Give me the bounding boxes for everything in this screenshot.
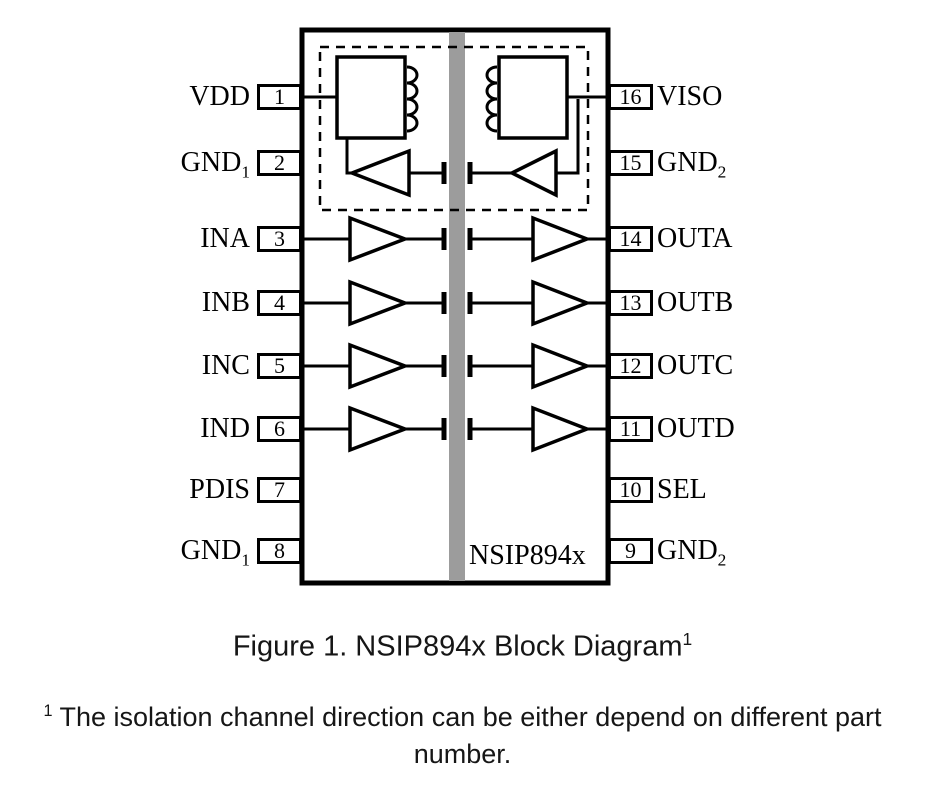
transformer-coil-left-icon [406, 65, 419, 133]
transformer-coil-right-icon [485, 65, 498, 133]
pin-box-4: 4 [257, 290, 302, 316]
pin-label-vdd: VDD [189, 81, 250, 112]
footnote-line-2: number. [413, 739, 512, 769]
pin-box-9: 9 [608, 538, 653, 564]
pin-box-11: 11 [608, 416, 653, 442]
pin-box-1: 1 [257, 84, 302, 110]
isolation-channel-b [302, 279, 608, 327]
pin-box-7: 7 [257, 477, 302, 503]
pin-label-outc: OUTC [657, 350, 734, 381]
buffer-triangle-icon [531, 215, 592, 263]
pin-label-inc: INC [201, 350, 250, 381]
pin-label-sel: SEL [657, 474, 707, 505]
pin-label-inb: INB [201, 287, 250, 318]
pin-box-8: 8 [257, 538, 302, 564]
pin-box-3: 3 [257, 226, 302, 252]
pin-label-pdis: PDIS [189, 474, 250, 505]
pin-box-5: 5 [257, 353, 302, 379]
pin-box-14: 14 [608, 226, 653, 252]
power-block-left [335, 55, 407, 140]
pin-box-12: 12 [608, 353, 653, 379]
isolation-channel-a [302, 215, 608, 263]
pin-label-ind: IND [200, 413, 250, 444]
pin-box-10: 10 [608, 477, 653, 503]
pin-label-viso: VISO [657, 81, 723, 112]
buffer-triangle-icon [348, 279, 410, 327]
feedback-buffer-right-icon [508, 148, 558, 198]
buffer-triangle-icon [531, 342, 592, 390]
pin-box-13: 13 [608, 290, 653, 316]
buffer-triangle-icon [348, 342, 410, 390]
pin-label-outd: OUTD [657, 413, 735, 444]
pin-box-6: 6 [257, 416, 302, 442]
pin-label-gnd2b: GND2 [657, 535, 727, 570]
pin-box-15: 15 [608, 150, 653, 176]
isolation-boundary-dashed-box [318, 45, 590, 212]
pin-label-gnd2: GND2 [657, 147, 727, 182]
figure-caption-text: Figure 1. NSIP894x Block Diagram [232, 630, 683, 663]
footnote-marker: 1 [43, 702, 53, 720]
isolation-channel-d [302, 405, 608, 453]
pin-label-ina: INA [200, 223, 250, 254]
pin-label-gnd1b: GND1 [180, 535, 250, 570]
buffer-triangle-icon [531, 279, 592, 327]
pin-box-2: 2 [257, 150, 302, 176]
pin-label-outa: OUTA [657, 223, 733, 254]
isolation-channel-c [302, 342, 608, 390]
pin-label-outb: OUTB [657, 287, 734, 318]
feedback-buffer-left-icon [347, 148, 411, 198]
buffer-triangle-icon [348, 215, 410, 263]
pin-box-16: 16 [608, 84, 653, 110]
chip-part-number: NSIP894x [469, 540, 586, 571]
buffer-triangle-icon [531, 405, 592, 453]
isolation-barrier-icon [449, 32, 465, 581]
footnote: 1 The isolation channel direction can be… [0, 693, 925, 773]
figure-caption-superscript: 1 [682, 629, 693, 649]
wire-feedback-right [556, 99, 580, 175]
buffer-triangle-icon [348, 405, 410, 453]
figure-caption: Figure 1. NSIP894x Block Diagram1 [0, 629, 925, 664]
power-isolation-section [302, 45, 608, 212]
pin-label-gnd1: GND1 [180, 147, 250, 182]
power-block-right [497, 55, 569, 140]
footnote-line-1: 1 The isolation channel direction can be… [43, 702, 882, 732]
